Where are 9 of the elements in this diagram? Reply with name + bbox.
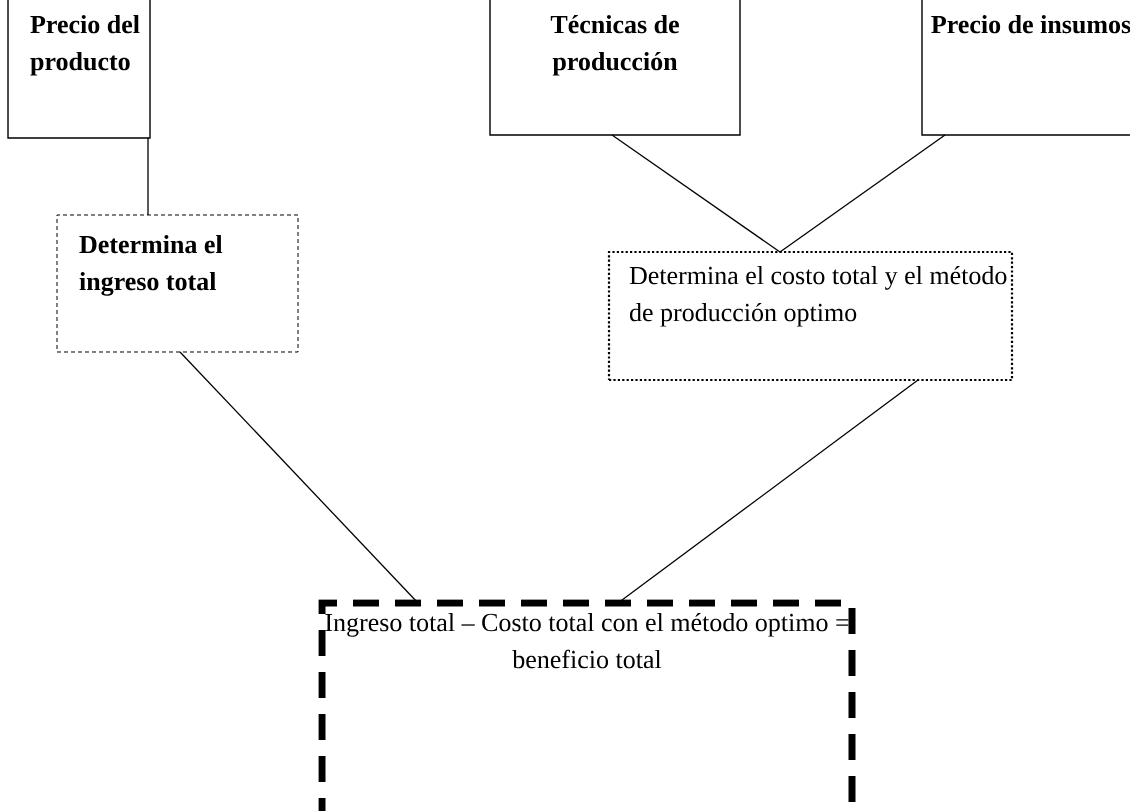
dashed-box: Determina el ingreso total [56, 214, 299, 353]
factor-box: Técnicas de producción [489, 0, 741, 136]
dotted-box: Determina el costo total y el método de producción optimo [607, 250, 1014, 382]
result-box: Ingreso total – Costo total con el método optimo = beneficio total [318, 599, 856, 811]
connector-line [779, 134, 946, 253]
connector-line [147, 137, 149, 216]
connector-line [611, 134, 781, 253]
factor-box: Precio de insumos [921, 0, 1130, 136]
factor-box: Precio del producto [7, 0, 151, 139]
